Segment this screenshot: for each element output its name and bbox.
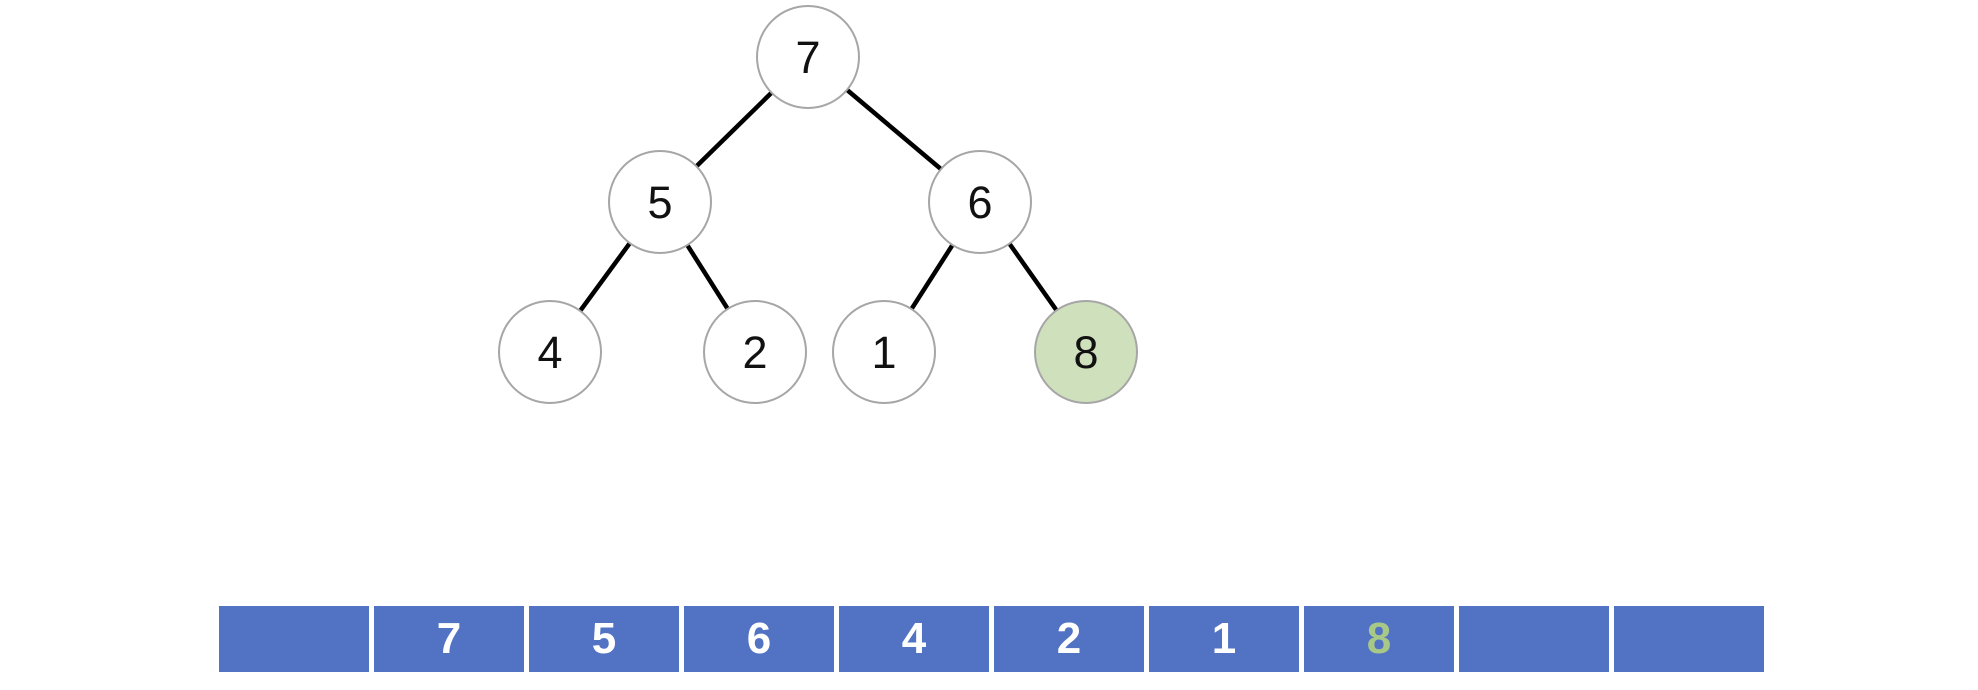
array-cell-label: 8 — [1366, 614, 1392, 663]
array-cell-5-value-2: 2 — [994, 606, 1144, 672]
array-cell-9-empty — [1614, 606, 1764, 672]
array-cell-0-empty — [219, 606, 369, 672]
array-cell-label: 4 — [901, 614, 927, 663]
tree-node-label: 1 — [871, 326, 897, 378]
tree-node-8-highlighted: 8 — [1034, 300, 1138, 404]
array-cell-4-value-4: 4 — [839, 606, 989, 672]
array-cell-label: 2 — [1056, 614, 1082, 663]
array-cell-label: 1 — [1211, 614, 1237, 663]
tree-node-7: 7 — [756, 5, 860, 109]
tree-node-label: 4 — [537, 326, 563, 378]
array-cell-8-empty — [1459, 606, 1609, 672]
tree-node-label: 5 — [647, 176, 673, 228]
array-cell-label: 6 — [746, 614, 772, 663]
tree-node-label: 2 — [742, 326, 768, 378]
tree-node-1: 1 — [832, 300, 936, 404]
array-cell-6-value-1: 1 — [1149, 606, 1299, 672]
array-cell-1-value-7: 7 — [374, 606, 524, 672]
tree-node-5: 5 — [608, 150, 712, 254]
heap-array: 7 5 6 4 2 1 8 — [219, 606, 1764, 672]
tree-node-label: 8 — [1073, 326, 1099, 378]
tree-node-4: 4 — [498, 300, 602, 404]
array-cell-3-value-6: 6 — [684, 606, 834, 672]
tree-node-6: 6 — [928, 150, 1032, 254]
array-cell-7-value-8: 8 — [1304, 606, 1454, 672]
tree-node-label: 7 — [795, 31, 821, 83]
array-cell-2-value-5: 5 — [529, 606, 679, 672]
array-cell-label: 5 — [591, 614, 617, 663]
array-cell-label: 7 — [436, 614, 462, 663]
tree-node-2: 2 — [703, 300, 807, 404]
tree-node-label: 6 — [967, 176, 993, 228]
